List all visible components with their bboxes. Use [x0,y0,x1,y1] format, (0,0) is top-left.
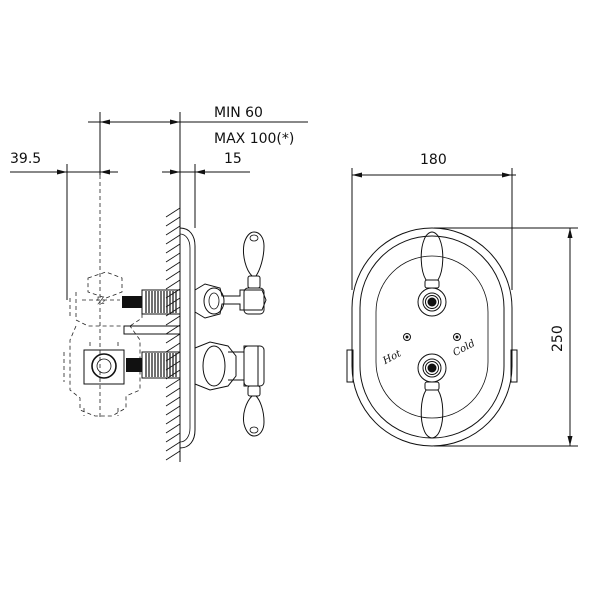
wall-hatch-line [165,450,181,461]
hot-label: Hot [380,348,403,367]
wall-hatch-line [165,378,181,389]
lower-spindle [126,351,181,379]
wall-hatch-line [165,243,181,254]
max-depth-label: MAX 100(*) [214,131,294,147]
temperature-markers [403,333,461,341]
side-dimension-lines [10,112,308,420]
wall-hatch-line [165,225,181,236]
wall-hatch-line [165,414,181,425]
wall-hatch-line [165,261,181,272]
width-label: 180 [420,152,447,168]
upper-handle-front [417,231,447,317]
upper-spindle [122,289,181,315]
lower-handle-front [417,353,447,439]
upper-handle-side [194,231,267,319]
height-label: 250 [550,325,566,352]
wall-hatch-line [165,405,181,416]
wall-hatch-line [165,252,181,263]
wall-hatch-line [165,342,181,353]
cold-label: Cold [451,338,477,359]
wall-hatch-line [165,315,181,326]
min-depth-label: MIN 60 [214,105,263,121]
wall-hatch-line [165,432,181,443]
concealed-valve-body [63,271,143,417]
wall-hatch-line [165,279,181,290]
wall-hatch-line [165,423,181,434]
left-offset-label: 39.5 [10,151,41,167]
wall-hatch-line [165,333,181,344]
front-dimension-lines [351,168,578,447]
wall-hatch-line [165,207,181,218]
wall-hatch-line [165,441,181,452]
front-backplate [346,227,518,447]
diverter-pin [123,325,181,335]
pipe-size-mark: ½ [96,296,106,307]
wall-hatch-line [165,270,181,281]
wall-hatch-line [165,387,181,398]
wall-hatch-line [165,216,181,227]
wall-section [165,205,181,462]
wall-hatch-line [165,234,181,245]
wall-hatch-line [165,396,181,407]
lower-handle-side [194,341,265,437]
plate-depth-label: 15 [224,151,242,167]
side-backplate [179,227,196,449]
